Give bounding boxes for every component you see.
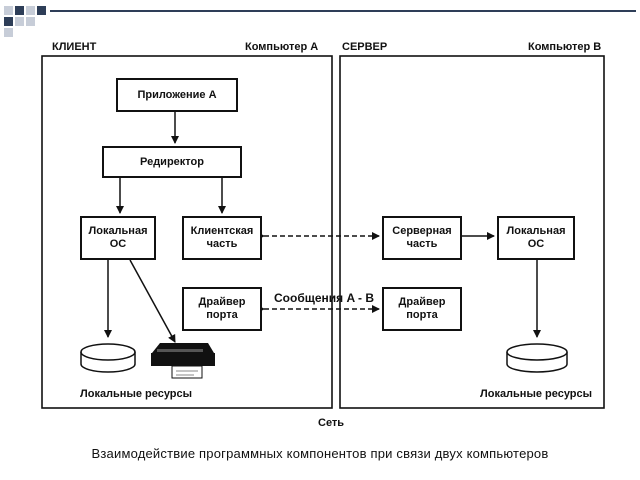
client-resources-label: Локальные ресурсы bbox=[80, 388, 193, 400]
disk-cylinder-icon bbox=[506, 343, 568, 373]
corner-square-3 bbox=[26, 6, 35, 15]
network-label: Сеть bbox=[318, 417, 345, 429]
server-title: СЕРВЕР bbox=[342, 41, 388, 53]
server-port-driver-box: Драйвер порта bbox=[382, 287, 462, 331]
figure-caption: Взаимодействие программных компонентов п… bbox=[91, 446, 549, 461]
corner-square-6 bbox=[15, 17, 24, 26]
corner-square-2 bbox=[15, 6, 24, 15]
server-local-os-box: Локальная ОС bbox=[497, 216, 575, 260]
messages-label: Сообщения A - B bbox=[274, 291, 375, 305]
client-title: КЛИЕНТ bbox=[52, 41, 97, 53]
client-computer-label: Компьютер A bbox=[245, 41, 319, 53]
corner-square-4 bbox=[37, 6, 46, 15]
disk-cylinder-icon bbox=[80, 343, 136, 373]
server-part-box: Серверная часть bbox=[382, 216, 462, 260]
server-computer-label: Компьютер B bbox=[528, 41, 602, 53]
header-bar bbox=[50, 10, 636, 12]
redirector-box: Редиректор bbox=[102, 146, 242, 178]
client-port-driver-box: Драйвер порта bbox=[182, 287, 262, 331]
application-box: Приложение A bbox=[116, 78, 238, 112]
client-local-os-box: Локальная ОС bbox=[80, 216, 156, 260]
corner-decoration bbox=[4, 6, 636, 37]
printer-icon bbox=[151, 343, 215, 379]
corner-square-8 bbox=[4, 28, 13, 37]
corner-square-1 bbox=[4, 6, 13, 15]
corner-square-5 bbox=[4, 17, 13, 26]
corner-square-7 bbox=[26, 17, 35, 26]
server-resources-label: Локальные ресурсы bbox=[480, 388, 593, 400]
client-part-box: Клиентская часть bbox=[182, 216, 262, 260]
arrow-local-os-to-printer bbox=[129, 259, 176, 343]
